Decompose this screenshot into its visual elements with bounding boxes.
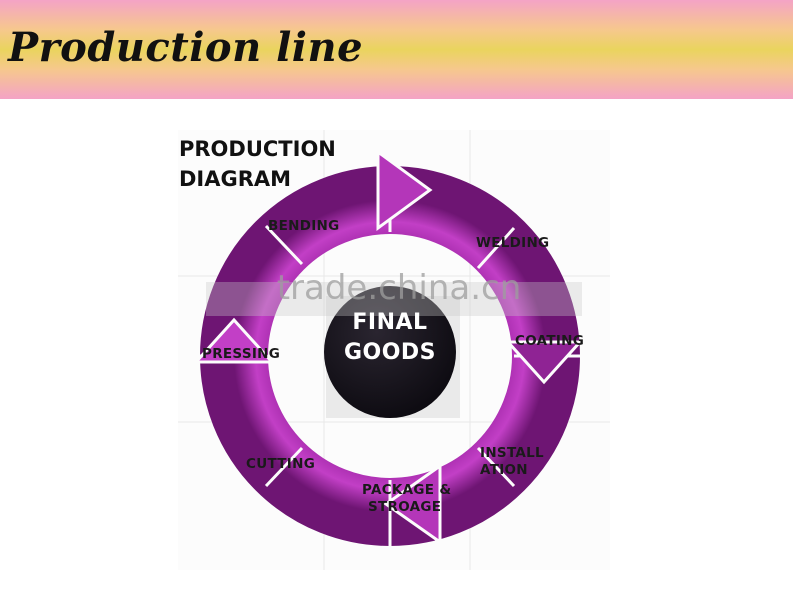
arrow-bottom-icon [383,463,442,545]
diagram-heading-line1: PRODUCTION [179,137,336,161]
step-package: PACKAGE & STROAGE [362,482,451,516]
step-pressing: PRESSING [202,346,281,362]
watermark-text: trade.china.cn [276,268,522,308]
arrow-top-icon [376,149,433,231]
center-line1: FINAL [352,310,428,335]
diagram-heading-line2: DIAGRAM [179,167,292,191]
arrow-right-icon [504,340,584,385]
step-bending: BENDING [268,218,340,234]
step-welding: WELDING [476,235,550,251]
title-banner: Production line [0,0,793,99]
watermark-band [206,282,582,316]
step-installation-line2: ATION [480,462,528,478]
production-diagram: PRODUCTION DIAGRAM trade.china.cn FINAL … [178,130,610,570]
step-installation: INSTALL ATION [480,445,544,479]
step-package-line1: PACKAGE & [362,482,452,498]
step-cutting: CUTTING [246,456,316,472]
diagram-heading: PRODUCTION DIAGRAM [179,134,336,194]
diagram-graphic [178,130,610,570]
step-package-line2: STROAGE [368,499,442,515]
step-installation-line1: INSTALL [480,445,544,461]
final-goods-label: FINAL GOODS [322,308,458,368]
arrow-left-icon [192,317,276,364]
center-line2: GOODS [343,340,437,365]
step-coating: COATING [515,333,585,349]
page-title: Production line [8,24,364,71]
final-goods-disc [324,286,456,418]
